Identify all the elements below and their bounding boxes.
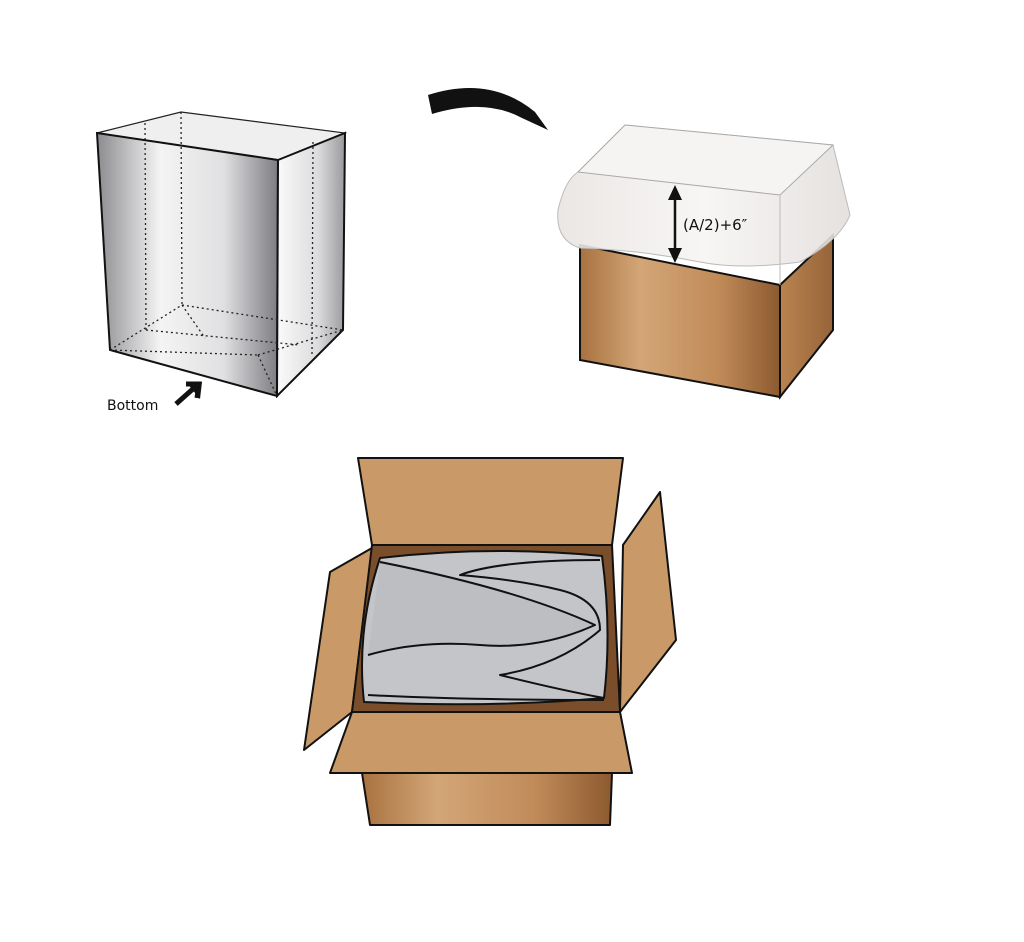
bottom-label: Bottom bbox=[107, 398, 158, 414]
open-box-illustration bbox=[303, 457, 677, 826]
lined-box-illustration: (A/2)+6″ bbox=[557, 124, 851, 400]
curved-arrow-icon bbox=[428, 87, 548, 130]
bag-illustration: Bottom bbox=[95, 111, 348, 414]
dimension-arrow-icon bbox=[668, 185, 682, 263]
dimension-label: (A/2)+6″ bbox=[683, 216, 748, 234]
